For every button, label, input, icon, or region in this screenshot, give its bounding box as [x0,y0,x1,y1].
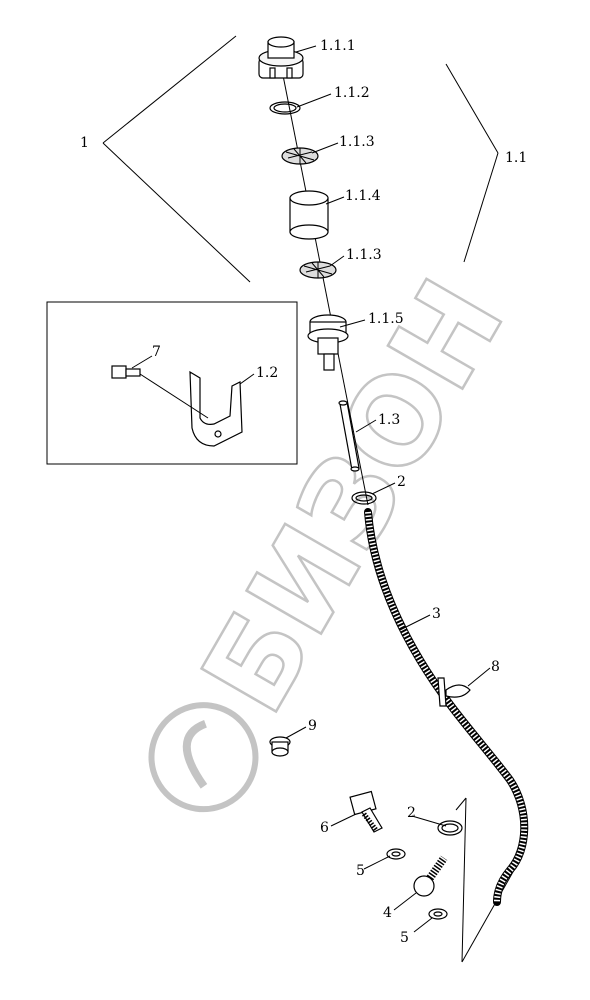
label-5-top: 5 [356,863,365,879]
mesh-disc-bottom-part [299,261,337,279]
label-1-2: 1.2 [256,365,278,381]
tube-part [338,400,360,472]
label-1-1-1: 1.1.1 [320,38,356,54]
label-5-bottom: 5 [400,930,409,946]
hose-clip-part [437,677,471,707]
label-8: 8 [491,659,500,675]
banjo-fitting-part [413,855,448,897]
snap-ring-part [269,101,301,115]
label-9: 9 [308,718,317,734]
label-1: 1 [80,135,89,151]
watermark-logo-icon [148,702,259,813]
label-1-1-3-top: 1.1.3 [339,134,375,150]
label-1-1-4: 1.1.4 [345,188,381,204]
hose-clamp-bottom-part [437,820,463,836]
label-6: 6 [320,820,329,836]
inset-frame [46,301,298,465]
bracket-group-1-1 [445,63,499,263]
callout-labels: 1 1.1 1.1.1 1.1.2 1.1.3 1.1.4 1.1.3 1.1.… [80,38,527,946]
leader-lines [131,45,491,933]
washer-top-part [386,848,406,860]
mesh-disc-top-part [281,147,319,165]
label-7: 7 [152,344,161,360]
label-1-3: 1.3 [378,412,400,428]
bracket-group-bottom [455,797,523,963]
label-2-bottom: 2 [407,805,416,821]
fitting-body-part [307,314,349,371]
label-1-1-5: 1.1.5 [368,311,404,327]
label-2-top: 2 [397,474,406,490]
bolt-large-part [349,790,383,833]
cap-nut-part [258,36,304,79]
label-3: 3 [432,606,441,622]
corrugated-hose-part [364,508,529,906]
bolt-small-part [111,365,209,419]
hose-clamp-top-part [351,491,377,505]
plug-part [269,736,291,757]
label-1-1-2: 1.1.2 [334,85,370,101]
filter-cylinder-part [289,190,329,240]
washer-bottom-part [428,908,448,920]
label-1-1-3-bottom: 1.1.3 [346,247,382,263]
bracket-group-1 [102,35,251,283]
label-1-1: 1.1 [505,150,527,166]
mounting-bracket-part [189,370,243,447]
label-4: 4 [383,905,392,921]
